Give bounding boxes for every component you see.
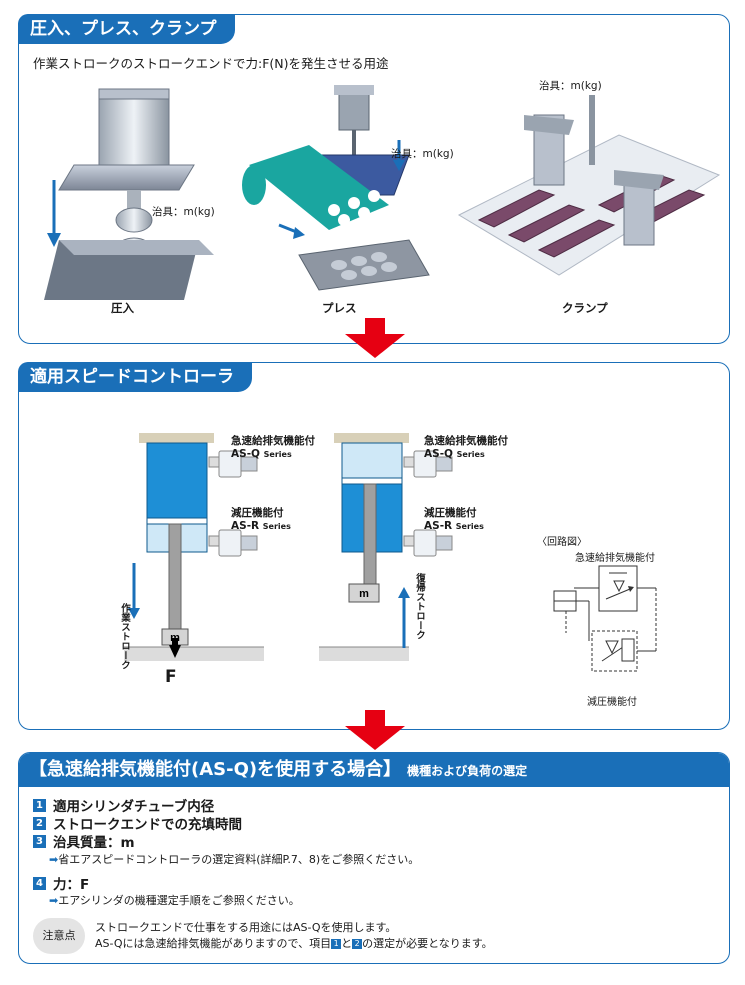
section-press-clamp: 圧入、プレス、クランプ 作業ストロークのストロークエンドで力:F(N)を発生させ…	[18, 14, 730, 344]
note-ref-1: 1	[331, 939, 342, 949]
force-label: F	[165, 667, 177, 687]
label-press: プレス	[322, 301, 357, 315]
clamp-illustration	[457, 95, 721, 276]
circuit-title: 〈回路図〉	[537, 537, 587, 548]
jig-label-clamp: 治具：m(kg)	[539, 80, 602, 92]
quick-exhaust-title-right: 急速給排気機能付 AS-Q Series	[424, 435, 508, 461]
arrow-right-icon: ➡	[49, 853, 59, 866]
item-num-2: 2	[33, 816, 46, 830]
reduce-label-left: 減圧機能付	[231, 507, 284, 519]
circuit-top-label: 急速給排気機能付	[575, 553, 655, 564]
circuit-diagram	[553, 565, 657, 672]
item-1: 1 適用シリンダチューブ内径	[33, 795, 214, 815]
item-text-4: 力：F	[53, 877, 90, 893]
section-title-3: 【急速給排気機能付(AS-Q)を使用する場合】	[29, 759, 402, 780]
reduce-series-left: AS-R	[231, 520, 260, 532]
quick-exhaust-label-left: 急速給排気機能付	[231, 435, 315, 447]
item-num-1: 1	[33, 798, 46, 812]
reduce-title-left: 減圧機能付 AS-R Series	[231, 507, 291, 533]
quick-series-right: AS-Q	[424, 448, 453, 460]
section-title-2: 適用スピードコントローラ	[18, 362, 252, 392]
work-stroke-label: 作業ストローク	[119, 603, 130, 670]
quick-series-left: AS-Q	[231, 448, 260, 460]
item-2: 2 ストロークエンドでの充填時間	[33, 813, 242, 833]
label-press-fit: 圧入	[111, 301, 134, 315]
quick-series-word-right: Series	[456, 450, 485, 459]
mass-label-right: m	[359, 588, 369, 600]
section-banner-3: 【急速給排気機能付(AS-Q)を使用する場合】機種および負荷の選定	[19, 753, 729, 787]
reduce-series-word-right: Series	[455, 522, 484, 531]
down-arrow-icon	[345, 318, 405, 358]
note-line-2c: の選定が必要となります。	[362, 937, 493, 950]
reduce-title-right: 減圧機能付 AS-R Series	[424, 507, 484, 533]
reduce-series-word-left: Series	[262, 522, 291, 531]
press-illustration	[242, 85, 430, 291]
jig-label-press: 治具：m(kg)	[391, 148, 454, 160]
note-badge: 注意点	[33, 918, 85, 954]
reduce-label-right: 減圧機能付	[424, 507, 477, 519]
jig-label-press-fit: 治具：m(kg)	[152, 206, 215, 218]
cylinder-diagram-extend: m	[124, 433, 264, 661]
quick-exhaust-title-left: 急速給排気機能付 AS-Q Series	[231, 435, 315, 461]
item-3-note-text: 省エアスピードコントローラの選定資料(詳細P.7、8)をご参照ください。	[58, 853, 420, 866]
down-arrow-icon	[345, 710, 405, 750]
item-text-1: 適用シリンダチューブ内径	[53, 799, 215, 815]
reduce-series-right: AS-R	[424, 520, 453, 532]
quick-series-word-left: Series	[263, 450, 292, 459]
label-clamp: クランプ	[562, 301, 608, 315]
note-ref-2: 2	[352, 939, 363, 949]
section-selection: 【急速給排気機能付(AS-Q)を使用する場合】機種および負荷の選定 1 適用シリン…	[18, 752, 730, 964]
press-fit-illustration	[44, 88, 214, 300]
item-text-2: ストロークエンドでの充填時間	[53, 817, 242, 833]
item-4-note: ➡エアシリンダの機種選定手順をご参照ください。	[49, 892, 300, 908]
cylinder-diagram-retract: m	[319, 433, 453, 661]
section-caption: 作業ストロークのストロークエンドで力:F(N)を発生させる用途	[33, 56, 389, 71]
return-stroke-label: 復帰ストローク	[414, 573, 425, 640]
item-text-3: 治具質量：m	[53, 835, 135, 851]
quick-exhaust-label-right: 急速給排気機能付	[424, 435, 508, 447]
item-num-3: 3	[33, 834, 46, 848]
section-title-1: 圧入、プレス、クランプ	[18, 14, 235, 44]
arrow-right-icon: ➡	[49, 894, 59, 907]
note-line-1: ストロークエンドで仕事をする用途にはAS-Qを使用します。	[95, 921, 397, 934]
note-line-2a: AS-Qには急速給排気機能がありますので、項目	[95, 937, 332, 950]
item-4: 4 力：F	[33, 873, 89, 893]
section-speed-controller: 適用スピードコントローラ m F 作業ストローク 急速給排気機能付 AS-Q S…	[18, 362, 730, 730]
item-num-4: 4	[33, 876, 46, 890]
note-line-2b: と	[341, 937, 353, 950]
circuit-bottom-label: 減圧機能付	[587, 697, 637, 708]
section-subtitle-3: 機種および負荷の選定	[407, 764, 528, 778]
item-3: 3 治具質量：m	[33, 831, 135, 851]
item-3-note: ➡省エアスピードコントローラの選定資料(詳細P.7、8)をご参照ください。	[49, 851, 419, 867]
item-4-note-text: エアシリンダの機種選定手順をご参照ください。	[58, 894, 300, 907]
